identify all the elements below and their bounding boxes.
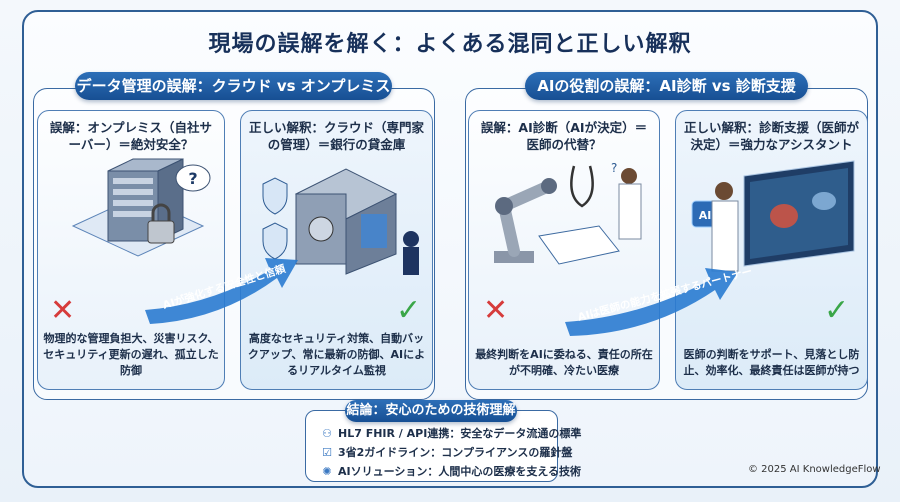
cross-mark-icon: ✕ (50, 293, 76, 328)
panel-body: 高度なセキュリティ対策、自動バックアップ、常に最新の防御、AIによるリアルタイム… (247, 332, 426, 377)
transition-arrow-icon (145, 258, 298, 324)
copyright: © 2025 AI KnowledgeFlow (748, 464, 881, 475)
panel-correct-cloud: 正しい解釈：クラウド（専門家の管理）＝銀行の貸金庫 ✓ 高度なセキュリティ対策、… (240, 110, 433, 390)
conclusion-item: ⚇ HL7 FHIR / API連携：安全なデータ流通の標準 (320, 425, 581, 441)
conclusion-item: ✺ AIソリューション：人間中心の医療を支える技術 (320, 463, 581, 479)
ai-chip-icon: ✺ (322, 465, 332, 478)
conclusion-item: ☑ 3省2ガイドライン：コンプライアンスの羅針盤 (320, 444, 572, 460)
panel-correct-diagnosis-support: 正しい解釈：診断支援（医師が決定）＝強力なアシスタント AI ✓ 医師の判断をサ… (675, 110, 868, 390)
section-heading: AIの役割の誤解：AI診断 vs 診断支援 (525, 72, 808, 100)
svg-text:?: ? (611, 161, 617, 175)
section-heading: データ管理の誤解：クラウド vs オンプレミス (75, 72, 392, 100)
conclusion-heading: 結論：安心のための技術理解 (345, 400, 517, 422)
vault-guard-icon (262, 168, 419, 275)
svg-text:AI: AI (699, 209, 712, 222)
checklist-icon: ☑ (322, 446, 332, 459)
panel-heading: 正しい解釈：クラウド（専門家の管理）＝銀行の貸金庫 (248, 120, 424, 152)
conclusion-item-text: HL7 FHIR / API連携：安全なデータ流通の標準 (338, 427, 582, 440)
panel-heading: 誤解：オンプレミス（自社サーバー）＝絶対安全？ (49, 120, 213, 152)
conclusion-item-text: 3省2ガイドライン：コンプライアンスの羅針盤 (338, 446, 573, 459)
doctor-monitor-icon: AI (691, 160, 855, 272)
panel-heading: 正しい解釈：診断支援（医師が決定）＝強力なアシスタント (683, 120, 859, 152)
cross-mark-icon: ✕ (483, 293, 509, 328)
conclusion-box: ⚇ HL7 FHIR / API連携：安全なデータ流通の標準 ☑ 3省2ガイドライン… (305, 410, 581, 482)
panel-body: 物理的な管理負担大、災害リスク、セキュリティ更新の遅れ、孤立した防御 (43, 332, 219, 377)
conclusion-item-text: AIソリューション：人間中心の医療を支える技術 (338, 465, 582, 478)
check-mark-icon: ✓ (396, 293, 422, 328)
transition-arrow-icon (565, 268, 738, 336)
server-lock-icon: ? (71, 158, 211, 257)
robot-arm-icon: ? (494, 161, 642, 265)
panel-misconception-ai-diagnosis: 誤解：AI診断（AIが決定）＝医師の代替？ ? ✕ 最終判断をAIに委ねる、責任… (468, 110, 660, 390)
network-icon: ⚇ (322, 427, 332, 440)
panel-body: 医師の判断をサポート、見落とし防止、効率化、最終責任は医師が持つ (683, 348, 860, 377)
svg-text:?: ? (188, 169, 197, 188)
panel-heading: 誤解：AI診断（AIが決定）＝医師の代替？ (480, 120, 648, 152)
page-title: 現場の誤解を解く：よくある混同と正しい解釈 (208, 32, 692, 57)
panel-body: 最終判断をAIに委ねる、責任の所在が不明確、冷たい医療 (475, 348, 653, 377)
check-mark-icon: ✓ (824, 293, 850, 328)
panel-misconception-onprem: 誤解：オンプレミス（自社サーバー）＝絶対安全？ ? ✕ 物理的な管理負担大、災害… (37, 110, 225, 390)
